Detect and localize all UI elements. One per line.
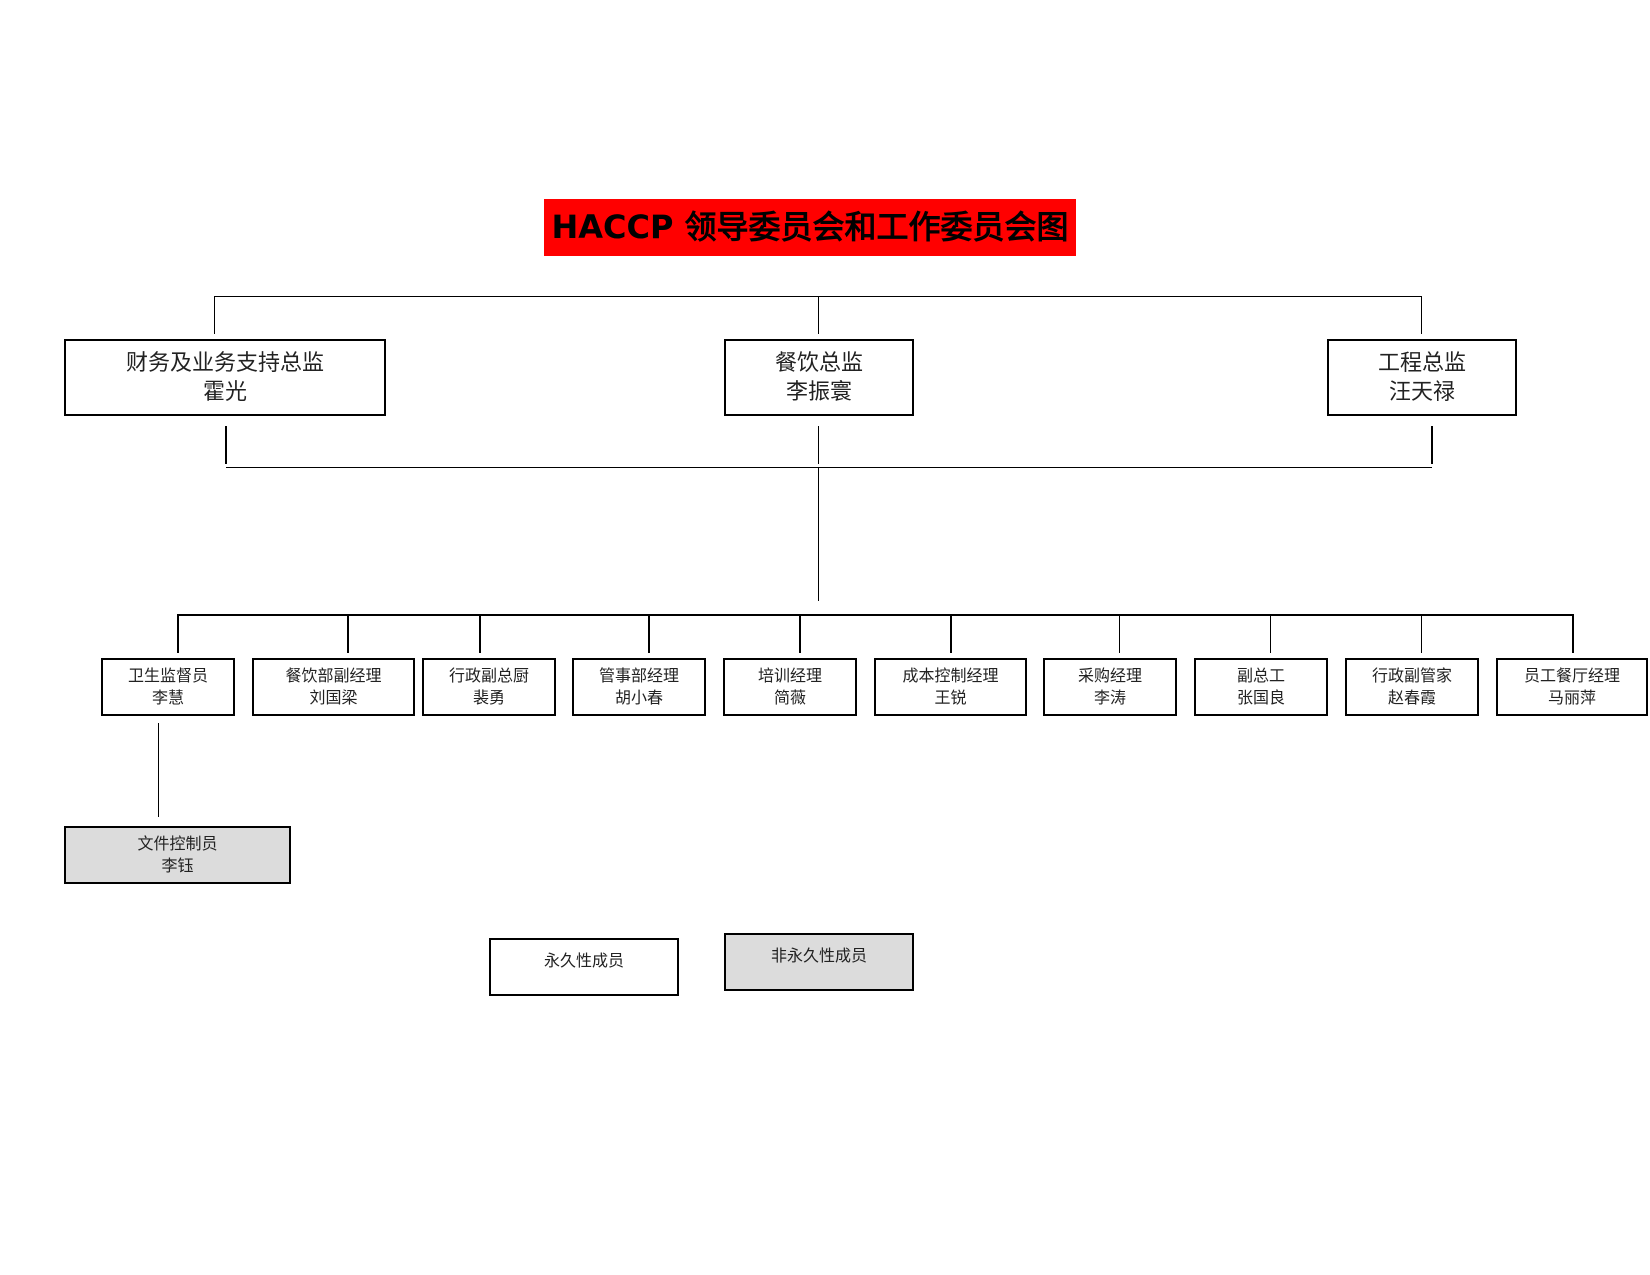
member-name: 马丽萍 <box>1547 688 1596 707</box>
member-name: 王锐 <box>934 688 967 707</box>
doc-controller-name: 李钰 <box>161 856 194 875</box>
member-box: 成本控制经理 王锐 <box>874 658 1027 716</box>
member-role: 培训经理 <box>757 666 822 685</box>
member-role: 员工餐厅经理 <box>1523 666 1620 685</box>
legend-permanent: 永久性成员 <box>489 938 679 996</box>
connector-director-3 <box>1421 296 1422 334</box>
member-name: 胡小春 <box>614 688 663 707</box>
member-role: 采购经理 <box>1077 666 1142 685</box>
member-name: 简薇 <box>773 688 806 707</box>
connector-director-2 <box>818 296 819 334</box>
connector-staff-7 <box>1119 614 1120 653</box>
member-name: 李慧 <box>151 688 184 707</box>
director-name: 汪天禄 <box>1388 379 1455 405</box>
legend-non-permanent-label: 非永久性成员 <box>770 946 867 965</box>
member-box: 培训经理 简薇 <box>723 658 857 716</box>
connector-staff-9 <box>1421 614 1422 653</box>
member-role: 卫生监督员 <box>127 666 208 685</box>
director-name: 霍光 <box>202 379 247 405</box>
connector-staff-4 <box>648 614 650 653</box>
director-box-fnb: 餐饮总监 李振寰 <box>724 339 914 416</box>
director-name: 李振寰 <box>785 379 852 405</box>
connector-staff-2 <box>347 614 349 653</box>
doc-controller-box: 文件控制员 李钰 <box>64 826 291 884</box>
member-box: 采购经理 李涛 <box>1043 658 1177 716</box>
member-role: 行政副总厨 <box>448 666 529 685</box>
connector-staff-5 <box>799 614 801 653</box>
director-role: 餐饮总监 <box>774 350 863 376</box>
member-name: 李涛 <box>1093 688 1126 707</box>
member-role: 管事部经理 <box>598 666 679 685</box>
member-box: 行政副管家 赵春霞 <box>1345 658 1479 716</box>
member-name: 赵春霞 <box>1387 688 1436 707</box>
member-role: 副总工 <box>1236 666 1285 685</box>
connector-down-3 <box>1431 426 1433 464</box>
connector-director-1 <box>214 296 215 334</box>
chart-title: HACCP 领导委员会和工作委员会图 <box>544 199 1076 256</box>
legend-non-permanent: 非永久性成员 <box>724 933 914 991</box>
legend-permanent-label: 永久性成员 <box>543 951 624 970</box>
trunk-connector <box>818 467 819 601</box>
connector-staff-3 <box>479 614 481 653</box>
connector-down-1 <box>225 426 227 464</box>
member-box: 管事部经理 胡小春 <box>572 658 706 716</box>
member-name: 裴勇 <box>472 688 505 707</box>
connector-staff-6 <box>950 614 952 653</box>
member-box: 员工餐厅经理 马丽萍 <box>1496 658 1648 716</box>
member-name: 张国良 <box>1236 688 1285 707</box>
connector-staff-1 <box>177 614 179 653</box>
member-box: 副总工 张国良 <box>1194 658 1328 716</box>
director-box-engineering: 工程总监 汪天禄 <box>1327 339 1517 416</box>
doc-controller-role: 文件控制员 <box>137 834 218 853</box>
member-role: 成本控制经理 <box>902 666 999 685</box>
director-role: 财务及业务支持总监 <box>125 350 324 376</box>
connector-staff-8 <box>1270 614 1271 653</box>
member-name: 刘国梁 <box>309 688 358 707</box>
member-role: 餐饮部副经理 <box>285 666 382 685</box>
middle-horizontal-connector <box>226 467 1432 468</box>
member-role: 行政副管家 <box>1371 666 1452 685</box>
connector-down-2 <box>818 426 819 464</box>
connector-staff-10 <box>1572 614 1574 653</box>
staff-horizontal-connector <box>177 614 1574 616</box>
connector-doc-controller <box>158 723 159 817</box>
member-box: 卫生监督员 李慧 <box>101 658 235 716</box>
director-role: 工程总监 <box>1377 350 1466 376</box>
director-box-finance: 财务及业务支持总监 霍光 <box>64 339 386 416</box>
member-box: 行政副总厨 裴勇 <box>422 658 556 716</box>
member-box: 餐饮部副经理 刘国梁 <box>252 658 415 716</box>
